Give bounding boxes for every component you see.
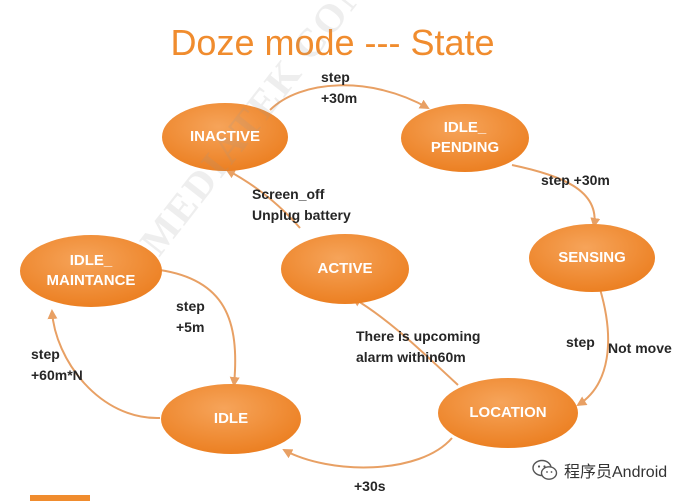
state-inactive bbox=[162, 103, 288, 171]
state-active bbox=[281, 234, 409, 304]
edge-label-location-idle: +30s bbox=[354, 478, 386, 494]
edge-location-idle bbox=[282, 437, 453, 469]
edge-active-inactive bbox=[225, 169, 301, 229]
edge-label-inactive-idle-pending: step +30m bbox=[321, 69, 358, 106]
edge-sensing-location bbox=[576, 288, 610, 407]
edge-location-active bbox=[351, 296, 459, 386]
brand-mark: 程序员Android bbox=[532, 456, 667, 484]
footer-accent-bar bbox=[30, 495, 90, 501]
edge-label-sensing-location-notmove: Not move bbox=[608, 340, 672, 356]
state-label-sensing: SENSING bbox=[558, 249, 626, 266]
edge-label-idle-idle-maintance: step +60m*N bbox=[31, 346, 83, 383]
state-label-idle-pending: IDLE_ PENDING bbox=[430, 119, 500, 156]
state-location bbox=[438, 378, 578, 448]
state-idle-pending bbox=[401, 104, 529, 172]
edge-idle-pending-sensing bbox=[511, 164, 601, 228]
edge-label-idle-maintance-idle: step +5m bbox=[176, 298, 205, 335]
edge-idle-maintance-idle bbox=[159, 269, 240, 387]
edge-label-idle-pending-sensing: step +30m bbox=[541, 172, 610, 188]
edge-idle-idle-maintance bbox=[47, 309, 161, 420]
edge-label-active-inactive: Screen_off Unplug battery bbox=[252, 186, 351, 223]
edge-inactive-idle-pending bbox=[269, 84, 430, 111]
wechat-icon bbox=[532, 459, 558, 480]
state-label-idle-maintance: IDLE_ MAINTANCE bbox=[46, 252, 136, 289]
state-idle-maintance bbox=[20, 235, 162, 307]
state-label-location: LOCATION bbox=[469, 404, 547, 421]
brand-text: 程序员Android bbox=[564, 464, 668, 481]
edge-label-sensing-location-step: step bbox=[566, 334, 595, 350]
state-idle bbox=[161, 384, 301, 454]
edge-label-location-active: There is upcoming alarm within60m bbox=[356, 328, 481, 365]
state-label-inactive: INACTIVE bbox=[189, 128, 261, 145]
page-title: Doze mode --- State bbox=[170, 22, 495, 63]
state-sensing bbox=[529, 224, 655, 292]
state-label-idle: IDLE bbox=[213, 410, 249, 427]
state-label-active: ACTIVE bbox=[317, 260, 373, 277]
